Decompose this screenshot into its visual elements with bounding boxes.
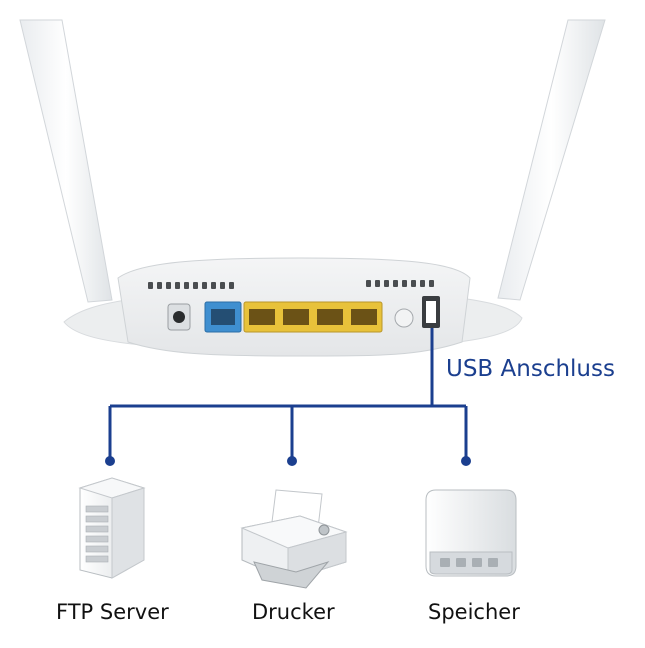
usb-port-label: USB Anschluss bbox=[446, 356, 615, 382]
vent-slots-right bbox=[366, 280, 434, 287]
connector-dot-ftp bbox=[105, 456, 115, 466]
printer-icon bbox=[240, 489, 348, 589]
device-label-printer: Drucker bbox=[252, 600, 335, 624]
connector-dot-printer bbox=[287, 456, 297, 466]
vent-slots-left bbox=[148, 282, 234, 289]
lan-ports bbox=[243, 301, 383, 333]
device-label-ftp-server: FTP Server bbox=[56, 600, 169, 624]
router bbox=[19, 19, 606, 357]
server-icon bbox=[78, 477, 146, 579]
right-antenna bbox=[497, 19, 606, 301]
connector-lines bbox=[108, 328, 468, 459]
connector-dot-storage bbox=[461, 456, 471, 466]
reset-button bbox=[394, 308, 414, 328]
left-antenna bbox=[19, 19, 113, 303]
device-label-storage: Speicher bbox=[428, 600, 520, 624]
storage-drive-icon bbox=[425, 489, 517, 577]
